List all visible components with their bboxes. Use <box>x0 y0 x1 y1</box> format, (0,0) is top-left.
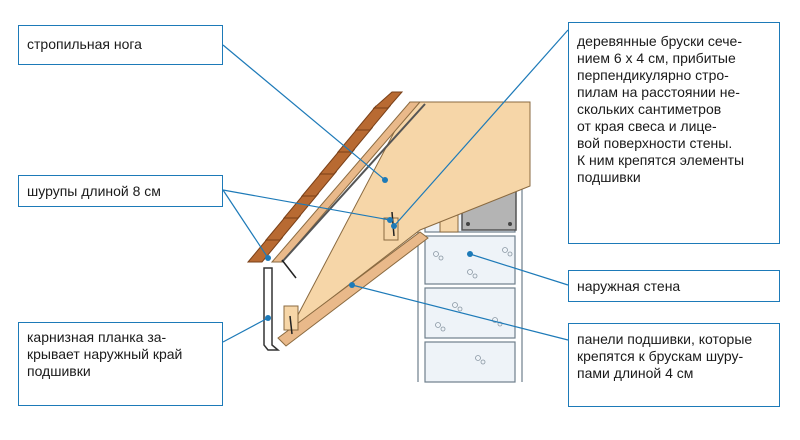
label-rafter: стропильная нога <box>18 25 223 65</box>
leader-lines <box>222 29 569 343</box>
rebar <box>508 222 512 226</box>
rafter-body <box>289 101 531 331</box>
membrane <box>281 103 426 263</box>
label-wood-bars: деревянные бруски сече- нием 6 х 4 см, п… <box>568 22 780 244</box>
wall-block <box>424 341 516 383</box>
label-outer-wall: наружная стена <box>568 270 780 302</box>
rebar <box>466 222 470 226</box>
wall-block <box>424 287 516 339</box>
eave-plank <box>263 267 281 351</box>
label-eave-plank: карнизная планка за- крывает наружный кр… <box>18 322 223 406</box>
roof-tiles <box>246 91 404 263</box>
label-screws: шурупы длиной 8 см <box>18 175 223 207</box>
soffit-panel <box>277 231 429 347</box>
leader-dot-icon <box>265 177 473 321</box>
roof-sheathing <box>270 101 422 263</box>
label-soffit-panels: панели подшивки, которые крепятся к брус… <box>568 323 780 407</box>
wall-block <box>424 235 516 285</box>
